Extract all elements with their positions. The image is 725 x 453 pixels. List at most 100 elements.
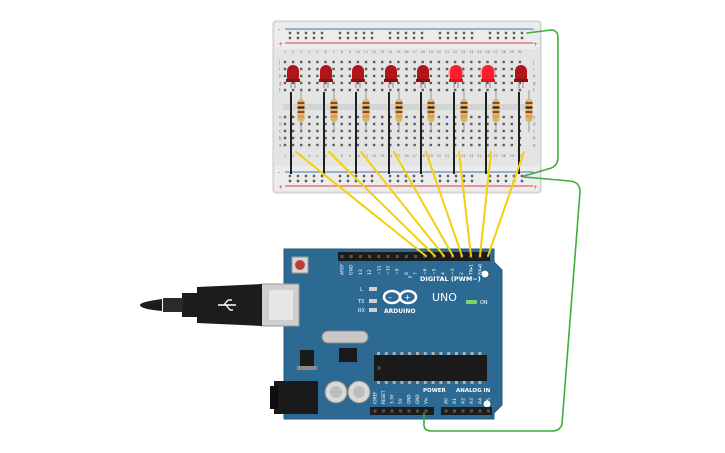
breadboard[interactable]: 1122334455667788991010111112121313141415… (272, 20, 542, 194)
power-pin-label: GND (407, 394, 412, 404)
column-number: 28 (501, 154, 505, 158)
row-letter: e (533, 115, 536, 120)
led-tx (369, 299, 377, 303)
column-number: 13 (380, 50, 384, 54)
row-letter: h (279, 74, 282, 79)
column-number: 20 (437, 154, 441, 158)
column-number: 8 (341, 154, 343, 158)
signal-wires[interactable] (295, 151, 525, 257)
row-letter: j (278, 60, 280, 65)
analog-header[interactable] (441, 407, 492, 415)
resistor-5[interactable] (427, 90, 435, 132)
resistor-2[interactable] (330, 90, 338, 132)
voltage-regulator (300, 350, 314, 366)
digital-pin-label: 2 (459, 272, 465, 275)
led-4[interactable] (384, 65, 398, 88)
column-number: 15 (396, 154, 400, 158)
column-number: 16 (404, 154, 408, 158)
digital-pin-label: AREF (340, 263, 346, 275)
rail-sign: + (533, 184, 538, 191)
digital-label: DIGITAL (PWM~) (420, 275, 481, 283)
column-number: 29 (510, 50, 514, 54)
resistor-7[interactable] (492, 90, 500, 132)
power-jack[interactable] (274, 381, 318, 414)
small-chip (339, 348, 357, 362)
rail-sign: + (278, 184, 283, 191)
power-pin-label: RESET (381, 390, 386, 404)
resistor-1[interactable] (297, 90, 305, 132)
column-number: 26 (485, 154, 489, 158)
signal-wire-5[interactable] (425, 151, 463, 257)
led-rx-label: RX (358, 308, 365, 314)
led-6[interactable] (448, 65, 464, 88)
ground-wires[interactable] (423, 29, 581, 432)
signal-wire-3[interactable] (360, 151, 445, 257)
led-3[interactable] (351, 65, 365, 88)
resistor-3[interactable] (362, 90, 370, 132)
signal-wire-4[interactable] (393, 151, 454, 257)
analog-pin-label: A0 (444, 398, 450, 404)
row-letter: f (533, 88, 535, 93)
digital-header[interactable] (338, 252, 490, 261)
row-letter: g (279, 81, 282, 86)
analog-pin-label: A1 (452, 398, 458, 404)
row-letter: d (279, 122, 282, 127)
usb-cable[interactable] (140, 283, 300, 327)
analog-pin-label: A3 (469, 398, 475, 404)
led-tx-label: TX (357, 299, 365, 305)
digital-pin-label: GND (349, 264, 355, 275)
signal-wire-7[interactable] (479, 151, 492, 257)
row-letter: a (533, 143, 536, 148)
column-number: 13 (380, 154, 384, 158)
column-number: 19 (429, 154, 433, 158)
led-1[interactable] (286, 65, 300, 88)
column-number: 14 (388, 50, 393, 54)
led-rx (369, 308, 377, 312)
power-pin-label: GND (415, 394, 420, 404)
rail-to-rail-wire[interactable] (523, 29, 559, 177)
rail-sign: + (278, 41, 283, 48)
signal-wire-1[interactable] (295, 151, 427, 257)
column-number: 26 (485, 50, 489, 54)
power-pin-label: 5V (398, 398, 403, 404)
row-letter: b (279, 136, 282, 141)
signal-wire-2[interactable] (328, 151, 436, 257)
column-number: 5 (316, 50, 318, 54)
resistor-4[interactable] (395, 90, 403, 132)
capacitor-2 (347, 380, 371, 404)
column-number: 3 (300, 50, 302, 54)
column-number: 23 (461, 50, 465, 54)
led-5[interactable] (416, 65, 430, 88)
column-number: 10 (356, 50, 360, 54)
column-number: 11 (364, 154, 368, 158)
row-letter: i (279, 67, 280, 72)
column-number: 9 (349, 50, 351, 54)
led-8[interactable] (514, 65, 528, 88)
column-number: 9 (349, 154, 351, 158)
digital-pin-label: ~9 (395, 268, 401, 275)
column-number: 23 (461, 154, 465, 158)
led-7[interactable] (480, 65, 496, 88)
capacitor-1 (324, 380, 348, 404)
resistor-8[interactable] (525, 90, 533, 132)
usb-icon (218, 299, 236, 311)
column-number: 21 (445, 154, 449, 158)
row-letter: j (532, 60, 534, 65)
column-number: 29 (510, 154, 514, 158)
column-number: 12 (372, 154, 376, 158)
column-number: 19 (429, 50, 433, 54)
column-number: 8 (341, 50, 343, 54)
signal-wire-6[interactable] (458, 151, 472, 257)
column-number: 2 (292, 154, 294, 158)
row-letter: f (279, 88, 281, 93)
column-number: 17 (412, 154, 416, 158)
brand-label: ARDUINO (384, 308, 415, 315)
resistor-6[interactable] (460, 90, 468, 132)
led-2[interactable] (319, 65, 333, 88)
reset-button[interactable] (291, 256, 309, 274)
column-number: 20 (437, 50, 441, 54)
gnd-to-rail-wire[interactable] (423, 176, 581, 432)
signal-wire-8[interactable] (487, 151, 525, 257)
